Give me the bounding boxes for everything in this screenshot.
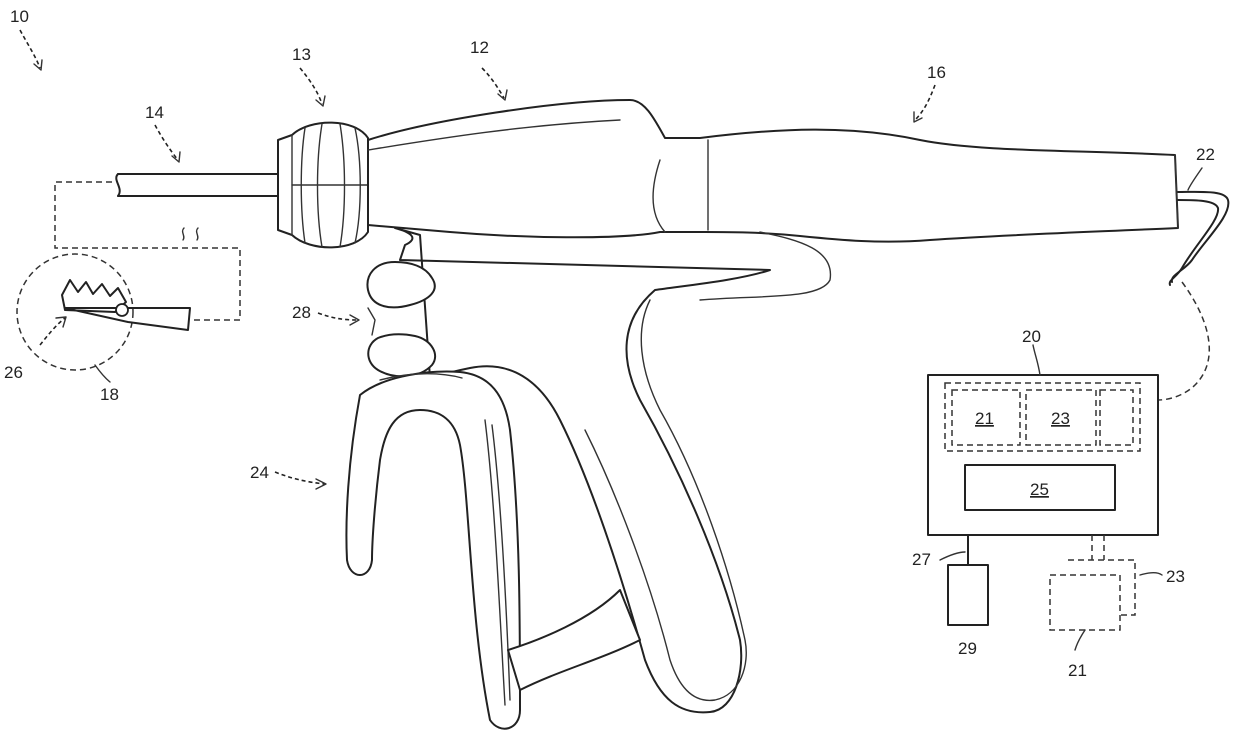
rotation-knob: [278, 123, 368, 248]
label-21-ext: 21: [1068, 661, 1087, 680]
label-16: 16: [927, 63, 946, 82]
label-14: 14: [145, 103, 164, 122]
label-28: 28: [292, 303, 311, 322]
handle-body: [368, 100, 1178, 242]
label-18: 18: [100, 385, 119, 404]
label-21-box: 21: [975, 409, 994, 428]
label-22: 22: [1196, 145, 1215, 164]
label-10: 10: [10, 7, 29, 26]
label-26: 26: [4, 363, 23, 382]
label-13: 13: [292, 45, 311, 64]
end-effector-detail: [17, 182, 240, 370]
label-12: 12: [470, 38, 489, 57]
shaft: [116, 174, 278, 196]
label-23-box: 23: [1051, 409, 1070, 428]
label-27: 27: [912, 550, 931, 569]
label-29: 29: [958, 639, 977, 658]
label-25: 25: [1030, 480, 1049, 499]
generator: [928, 375, 1158, 630]
label-24: 24: [250, 463, 269, 482]
label-23-ext: 23: [1166, 567, 1185, 586]
label-20: 20: [1022, 327, 1041, 346]
